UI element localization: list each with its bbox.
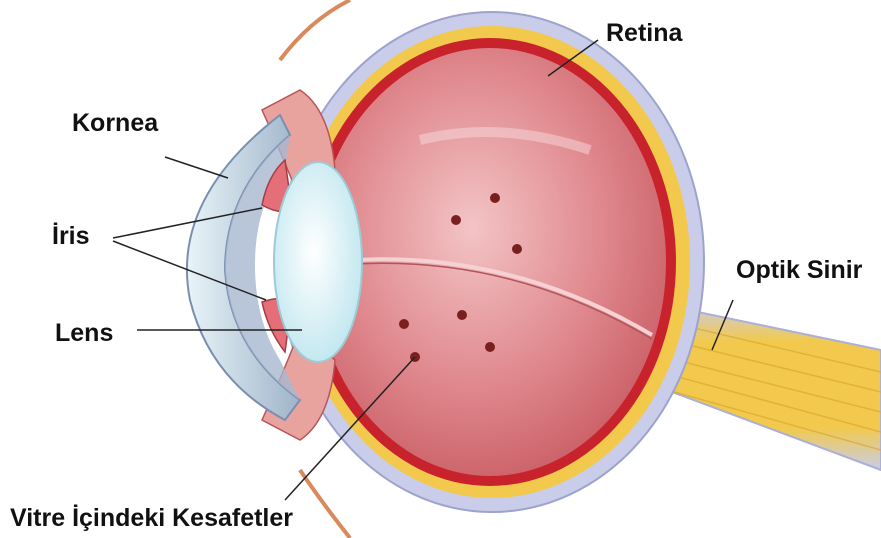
leader-kornea [165,157,228,178]
label-lens: Lens [55,321,113,346]
label-optik-sinir: Optik Sinir [736,258,862,283]
eyelid-upper [280,0,350,60]
floater-dot [399,319,409,329]
label-kornea: Kornea [72,111,158,136]
floater-dot [457,310,467,320]
label-iris: İris [52,224,90,249]
floater-dot [485,342,495,352]
lens-body [274,162,362,362]
floater-dot [512,244,522,254]
vitreous-body [314,48,666,476]
floater-dot [490,193,500,203]
eyelid-lower [300,470,350,538]
floater-dot [451,215,461,225]
label-retina: Retina [606,21,682,46]
label-vitre: Vitre İçindeki Kesafetler [10,506,293,531]
